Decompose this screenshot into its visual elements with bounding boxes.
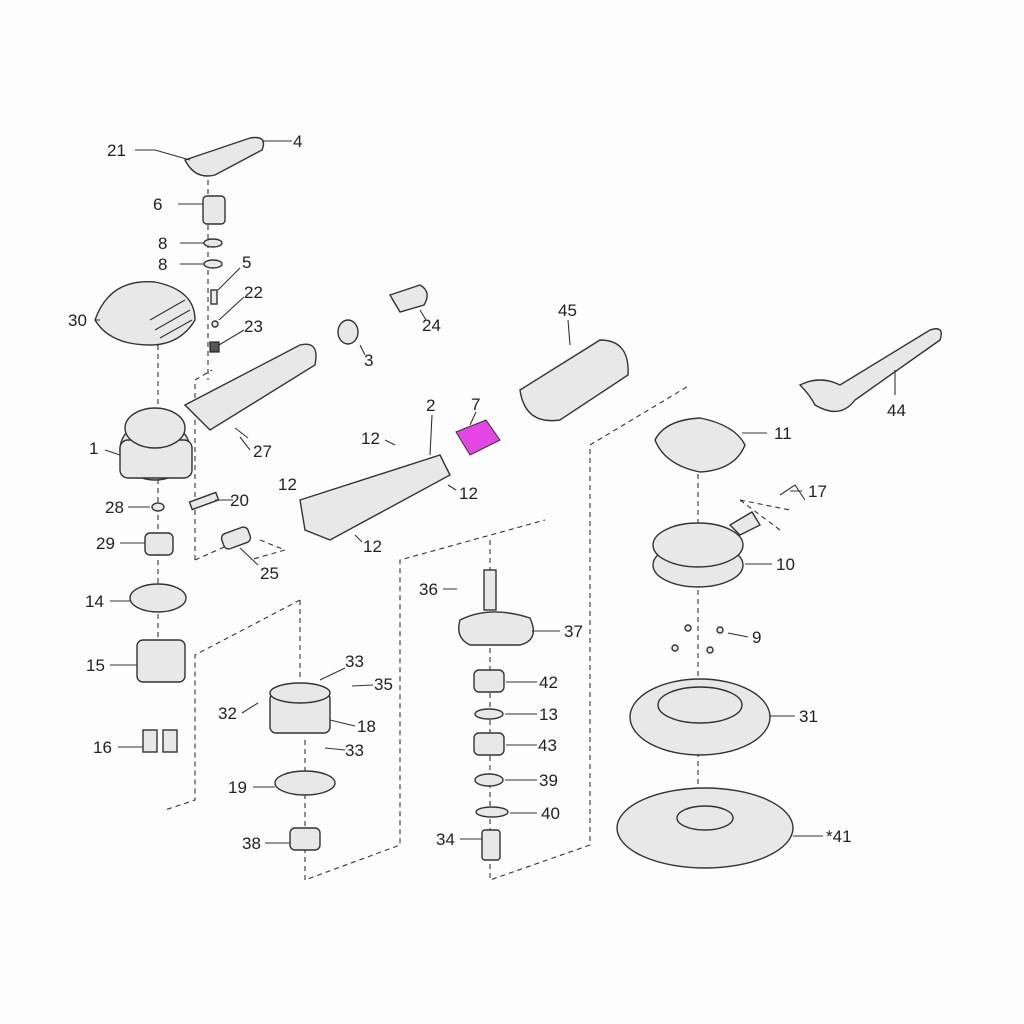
part-18-19-38 (269, 682, 336, 851)
label-25: 25 (260, 564, 279, 583)
label-4: 4 (293, 132, 302, 151)
part-labels: 21 4 6 8 8 5 22 30 23 24 3 45 7 2 44 1 2… (68, 132, 906, 853)
label-41: *41 (826, 827, 852, 846)
part-1-housing (119, 343, 317, 481)
label-42: 42 (539, 673, 558, 692)
part-7-highlighted (455, 419, 501, 456)
part-31-skirt (629, 678, 771, 756)
label-35: 35 (374, 675, 393, 694)
part-2-handle-frame (299, 454, 451, 541)
label-24: 24 (422, 316, 441, 335)
label-3: 3 (364, 351, 373, 370)
label-34: 34 (436, 830, 455, 849)
label-30: 30 (68, 311, 87, 330)
label-20: 20 (230, 491, 249, 510)
label-37: 37 (564, 622, 583, 641)
label-12: 12 (363, 537, 382, 556)
label-21: 21 (107, 141, 126, 160)
label-23: 23 (244, 317, 263, 336)
part-4-lever (184, 136, 265, 177)
label-8: 8 (158, 255, 167, 274)
part-42-13-43-39-40-34 (473, 669, 509, 861)
part-8-orings (203, 238, 223, 269)
part-9-screws (671, 624, 724, 654)
label-10: 10 (776, 555, 795, 574)
label-18: 18 (357, 717, 376, 736)
part-24-inlet (388, 284, 428, 313)
label-44: 44 (887, 401, 906, 420)
label-8: 8 (158, 234, 167, 253)
label-1: 1 (89, 439, 98, 458)
part-44-wrench (798, 328, 942, 413)
part-21-pin (154, 149, 191, 161)
label-12: 12 (459, 484, 478, 503)
label-39: 39 (539, 771, 558, 790)
label-32: 32 (218, 704, 237, 723)
part-6-valve (202, 195, 226, 225)
part-17-clip (779, 484, 806, 501)
label-7: 7 (471, 395, 480, 414)
label-15: 15 (86, 656, 105, 675)
label-28: 28 (105, 498, 124, 517)
label-14: 14 (85, 592, 104, 611)
part-28-29-bearings (144, 502, 174, 556)
label-45: 45 (558, 301, 577, 320)
label-31: 31 (799, 707, 818, 726)
label-9: 9 (752, 628, 761, 647)
part-11-gasket (654, 417, 746, 473)
part-10-shroud (652, 511, 761, 588)
label-6: 6 (153, 195, 162, 214)
label-43: 43 (538, 736, 557, 755)
label-22: 22 (244, 283, 263, 302)
label-12: 12 (278, 475, 297, 494)
part-41-pad (616, 787, 794, 869)
label-33: 33 (345, 652, 364, 671)
part-27-pin (234, 427, 249, 439)
label-19: 19 (228, 778, 247, 797)
label-29: 29 (96, 534, 115, 553)
part-5-22-23 (209, 289, 220, 353)
label-5: 5 (242, 253, 251, 272)
label-11: 11 (774, 424, 792, 443)
label-2: 2 (426, 396, 435, 415)
part-14-15-16 (129, 583, 187, 753)
label-17: 17 (808, 482, 827, 501)
part-30-cover (94, 280, 196, 346)
label-38: 38 (242, 834, 261, 853)
label-13: 13 (539, 705, 558, 724)
part-36-37-shaft (458, 569, 534, 646)
label-16: 16 (93, 738, 112, 757)
label-12: 12 (361, 429, 380, 448)
part-3-spring (337, 319, 359, 345)
label-33: 33 (345, 741, 364, 760)
part-45-grip (519, 339, 629, 422)
label-27: 27 (253, 442, 272, 461)
label-36: 36 (419, 580, 438, 599)
label-40: 40 (541, 804, 560, 823)
part-20-25 (188, 491, 252, 550)
